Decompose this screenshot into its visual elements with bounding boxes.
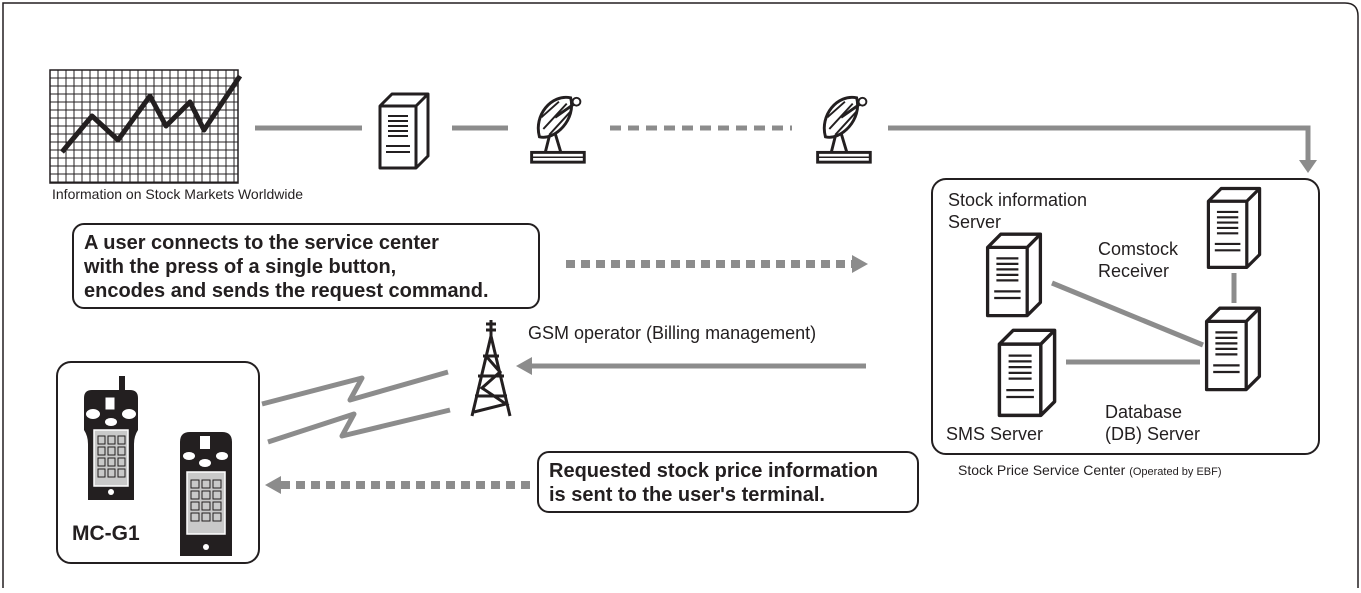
database-server-label-line1: Database (1105, 402, 1183, 422)
sms-server-label: SMS Server (946, 424, 1044, 444)
database-server-label-line2: (DB) Server (1105, 424, 1201, 444)
mobile-terminal-icon-2 (180, 432, 232, 556)
stock-info-server-label-line2: Server (948, 212, 1002, 232)
comstock-receiver-label-line2: Receiver (1098, 261, 1170, 281)
uplink-satellite-dish-icon (529, 95, 586, 164)
stock-info-server-label: Stock information Server (948, 189, 1087, 233)
response-callout: Requested stock price information is sen… (537, 451, 919, 513)
comstock-receiver-icon (1206, 186, 1262, 270)
gsm-operator-label: GSM operator (Billing management) (528, 323, 817, 343)
service-center-label-text: Stock Price Service Center (958, 462, 1126, 478)
service-center-operator-note: (Operated by EBF) (1129, 466, 1222, 478)
database-server-label: Database (DB) Server (1105, 401, 1200, 445)
relay-server-icon (378, 92, 430, 170)
response-callout-line2: is sent to the user's terminal. (549, 484, 825, 506)
sms-server-icon (997, 328, 1057, 418)
mobile-terminal-icon-1 (84, 376, 138, 500)
response-arrow-head (265, 476, 281, 494)
service-center-label: Stock Price Service Center (Operated by … (958, 462, 1222, 478)
request-callout-line3: encodes and sends the request command. (84, 280, 489, 302)
request-callout-line1: A user connects to the service center (84, 232, 439, 254)
markets-label: Information on Stock Markets Worldwide (52, 186, 304, 202)
wireless-link-lower (267, 407, 451, 445)
stock-chart-icon (49, 69, 243, 184)
stock-info-server-label-line1: Stock information (948, 190, 1088, 210)
link-info-server-db (1051, 280, 1204, 348)
comstock-receiver-label: Comstock Receiver (1098, 238, 1178, 282)
request-callout-line2: with the press of a single button, (84, 256, 397, 278)
link-dish-service-center (888, 125, 1311, 162)
antenna-tower-icon (470, 320, 512, 417)
database-server-icon (1204, 306, 1262, 392)
arrow-into-service-center (1299, 160, 1317, 173)
wireless-link-upper (261, 369, 449, 407)
response-callout-line1: Requested stock price information (549, 460, 878, 482)
request-callout: A user connects to the service center wi… (72, 223, 540, 309)
device-model-label: MC-G1 (72, 522, 140, 545)
gsm-arrow-head (516, 357, 532, 375)
stock-info-server-icon (985, 232, 1043, 318)
comstock-receiver-label-line1: Comstock (1098, 239, 1179, 259)
request-arrow-head (852, 255, 868, 273)
downlink-satellite-dish-icon (815, 95, 872, 164)
